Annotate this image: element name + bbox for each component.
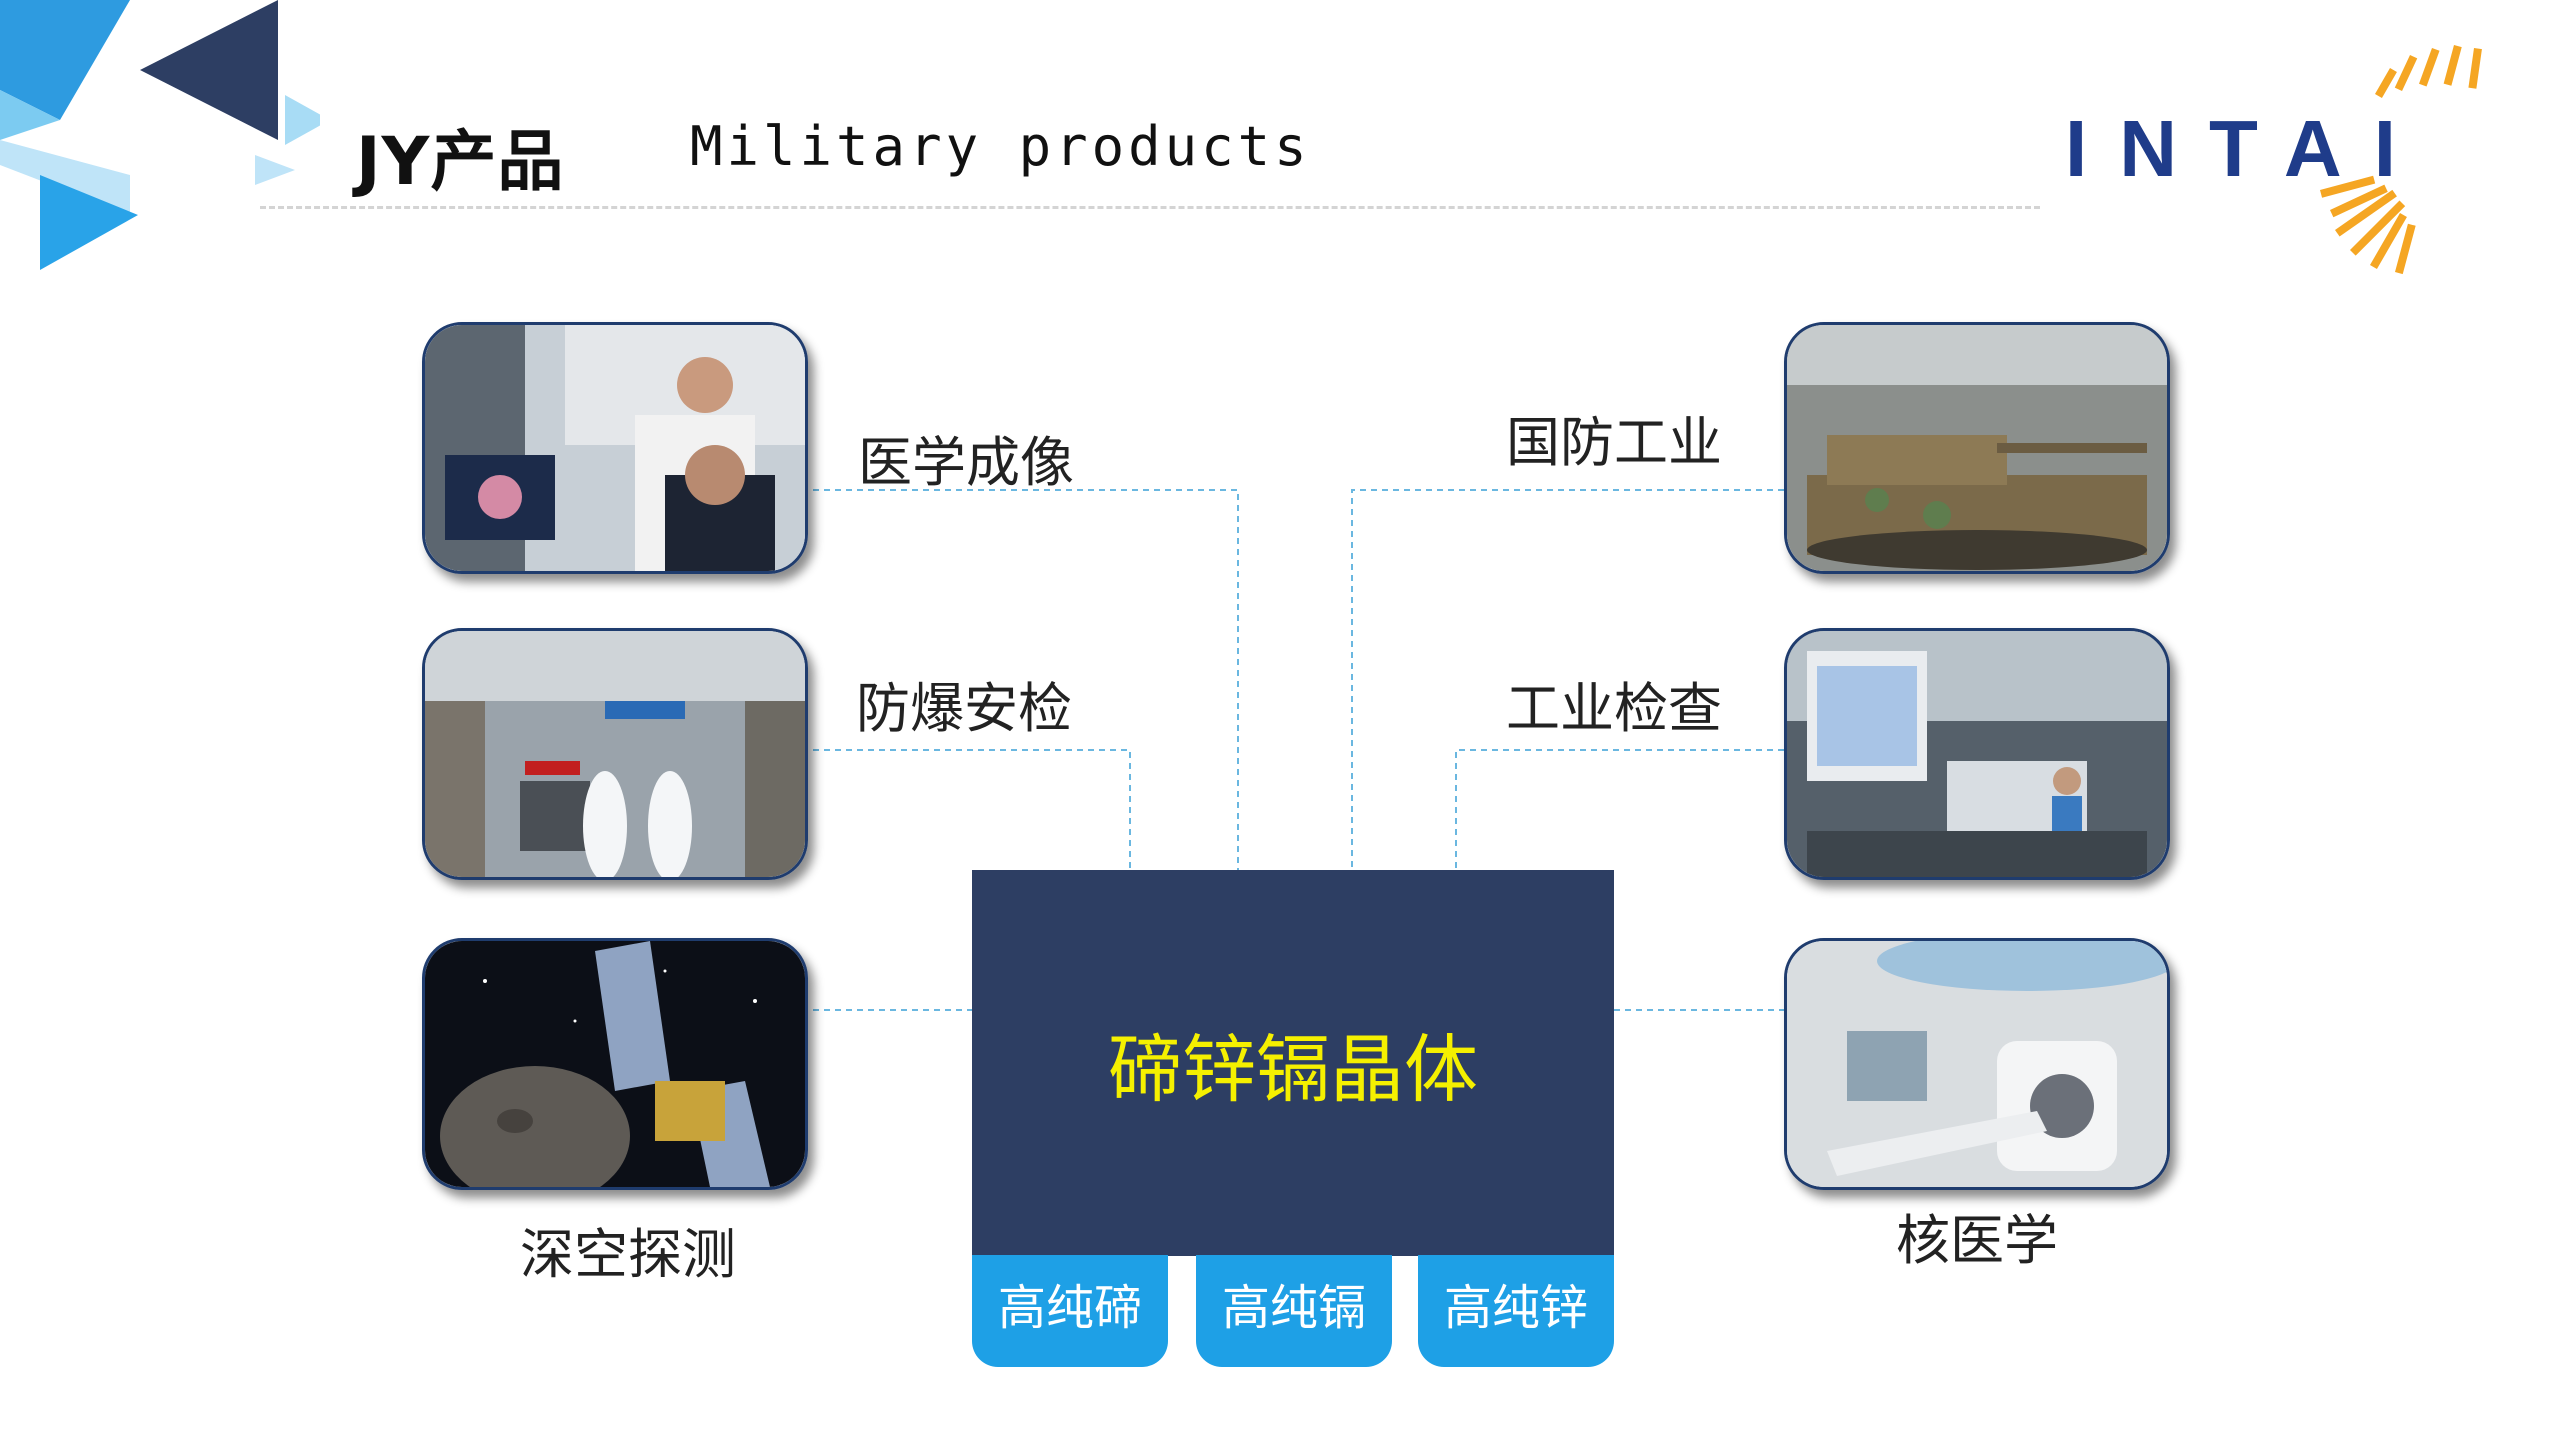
label-defense-industry: 国防工业 (1506, 411, 1722, 474)
center-crystal-box (972, 870, 1614, 1256)
label-nuclear-medicine: 核医学 (1896, 1209, 2058, 1272)
header-divider (260, 206, 2040, 209)
center-title: 碲锌镉晶体 (1108, 1027, 1478, 1113)
sub-item-cadmium: 高纯镉 (1196, 1255, 1392, 1367)
deep-space-photo (422, 938, 808, 1190)
sub-item-zinc: 高纯锌 (1418, 1255, 1614, 1367)
security-check-photo (422, 628, 808, 880)
label-deep-space: 深空探测 (520, 1223, 736, 1286)
ct-scanner-photo (1784, 938, 2170, 1190)
page-subtitle: Military products (690, 115, 1311, 178)
industrial-inspection-photo (1784, 628, 2170, 880)
tank-photo (1784, 322, 2170, 574)
sub-item-tellurium: 高纯碲 (972, 1255, 1168, 1367)
medical-imaging-photo (422, 322, 808, 574)
label-security-check: 防爆安检 (856, 677, 1072, 740)
page-title: JY产品 (356, 123, 565, 200)
corner-decoration (0, 0, 320, 270)
intai-logo: INTAI (2065, 45, 2482, 275)
label-medical-imaging: 医学成像 (858, 431, 1074, 494)
logo-text: INTAI (2065, 104, 2428, 193)
label-industrial-inspection: 工业检查 (1506, 677, 1722, 740)
